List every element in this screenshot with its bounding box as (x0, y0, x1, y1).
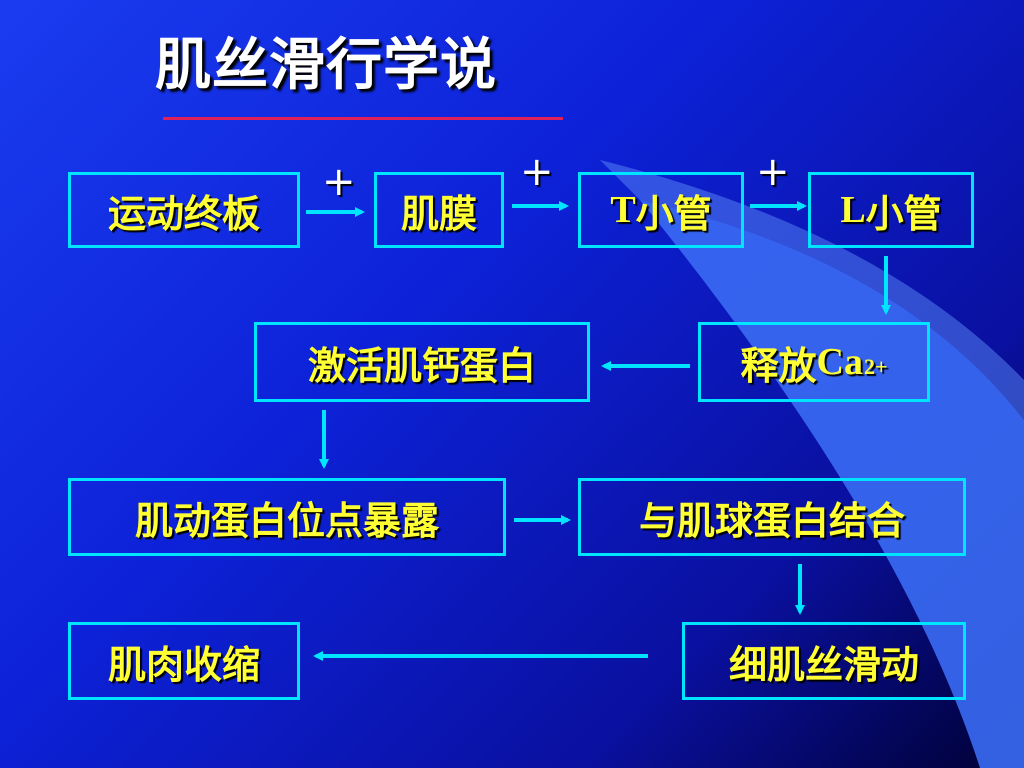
l-tubule-prefix: L (840, 189, 866, 231)
plus-sign-2: + (520, 149, 554, 195)
plus-sign-1: + (322, 159, 356, 205)
activate-troponin-label: 激活肌钙蛋白 (307, 343, 536, 388)
t-tubule-prefix: T (610, 189, 636, 231)
page-title: 肌丝滑行学说 (155, 33, 497, 98)
motor-end-plate-box: 运动终板 (68, 172, 300, 248)
thin-filament-slide-box: 细肌丝滑动 (682, 622, 966, 700)
l-tubule-label: 小管 (865, 191, 942, 236)
activate-troponin-box: 激活肌钙蛋白 (254, 322, 590, 402)
release-prefix-label: 释放 (740, 343, 817, 388)
calcium-ion-label: Ca (816, 341, 863, 383)
actin-site-exposed-box: 肌动蛋白位点暴露 (68, 478, 506, 556)
motor-end-plate-label: 运动终板 (107, 191, 260, 236)
sarcolemma-box: 肌膜 (374, 172, 504, 248)
title-underline (163, 117, 563, 120)
t-tubule-label: 小管 (635, 191, 712, 236)
bind-myosin-box: 与肌球蛋白结合 (578, 478, 966, 556)
bind-myosin-label: 与肌球蛋白结合 (638, 498, 905, 543)
sarcolemma-label: 肌膜 (400, 191, 477, 236)
actin-site-exposed-label: 肌动蛋白位点暴露 (134, 498, 439, 543)
muscle-contraction-label: 肌肉收缩 (107, 642, 260, 687)
thin-filament-slide-label: 细肌丝滑动 (728, 642, 919, 687)
muscle-contraction-box: 肌肉收缩 (68, 622, 300, 700)
plus-sign-3: + (756, 149, 790, 195)
calcium-charge-label: 2+ (863, 354, 888, 379)
